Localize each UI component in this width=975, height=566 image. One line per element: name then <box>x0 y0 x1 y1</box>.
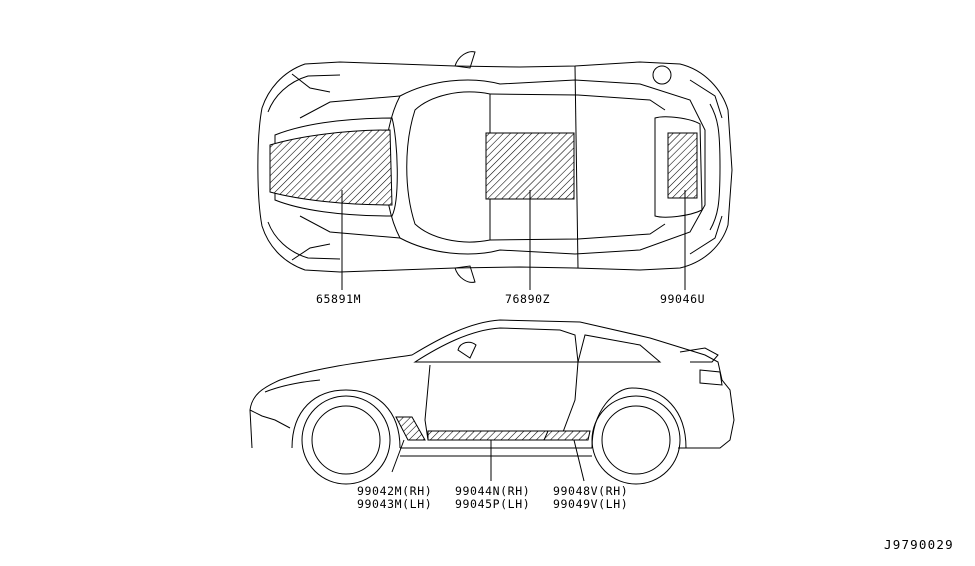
side-leader-lines <box>391 439 585 482</box>
hood-hatch <box>269 129 393 206</box>
callout-front-lh: 99043M(LH) <box>357 497 433 511</box>
top-leader-lines <box>341 190 686 290</box>
callout-front-rh: 99042M(RH) <box>357 484 433 498</box>
trunk-hatch <box>667 132 698 199</box>
callout-sill-lh: 99045P(LH) <box>455 497 531 511</box>
callout-roof: 76890Z <box>505 292 551 306</box>
diagram-id: J9790029 <box>884 537 954 552</box>
callout-rear-rh: 99048V(RH) <box>553 484 629 498</box>
callout-sill-rh: 99044N(RH) <box>455 484 531 498</box>
front-lower-hatch <box>395 416 426 441</box>
rear-sill-hatch <box>543 430 591 441</box>
callout-trunk: 99046U <box>660 292 706 306</box>
sill-hatch <box>427 430 549 441</box>
callout-hood: 65891M <box>316 292 362 306</box>
car-top-view <box>257 51 733 283</box>
car-side-view <box>249 319 735 485</box>
roof-hatch <box>485 132 575 200</box>
callout-rear-lh: 99049V(LH) <box>553 497 629 511</box>
